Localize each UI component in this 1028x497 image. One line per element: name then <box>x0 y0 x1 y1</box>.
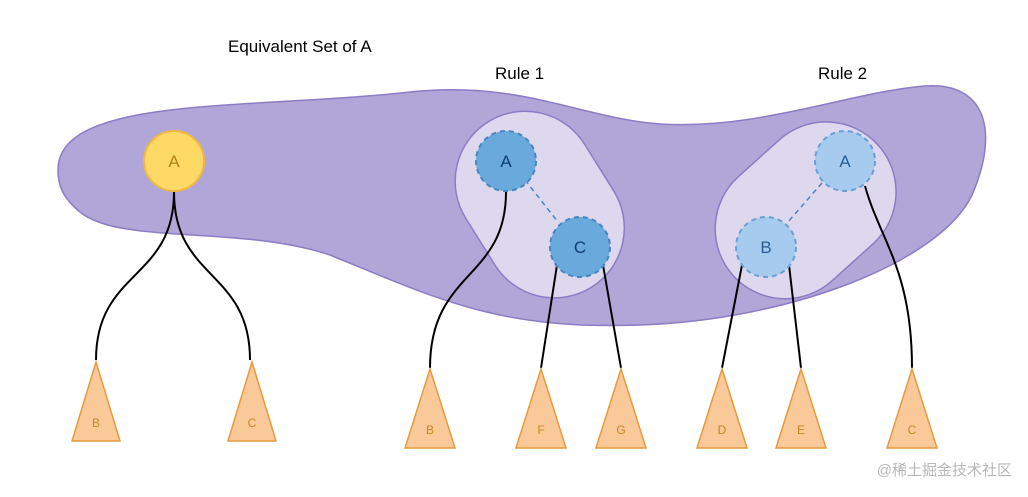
leaf-rule2-c[interactable]: C <box>885 366 939 449</box>
svg-text:A: A <box>500 152 512 171</box>
edge-rule1-c-to-f <box>540 264 558 369</box>
rule1-node-a[interactable]: A <box>475 130 537 192</box>
leaf-root-c[interactable]: C <box>226 359 278 442</box>
leaf-rule2-e[interactable]: E <box>774 366 828 449</box>
leaf-rule1-f[interactable]: F <box>514 366 568 449</box>
svg-text:A: A <box>839 152 851 171</box>
rule2-node-b[interactable]: B <box>735 216 797 278</box>
rule2-node-a[interactable]: A <box>814 130 876 192</box>
edge-rule2-b-to-d <box>721 264 743 369</box>
leaf-rule1-b[interactable]: B <box>403 366 457 449</box>
svg-text:C: C <box>248 416 257 430</box>
svg-text:B: B <box>760 238 771 257</box>
edge-rule1-a-to-b <box>429 191 507 369</box>
rule1-label: Rule 1 <box>495 64 544 83</box>
edge-rule1-c-to-g <box>602 264 622 369</box>
leaf-rule2-d[interactable]: D <box>695 366 749 449</box>
edge-rule2-b-to-e <box>788 264 802 369</box>
edge-root-a-to-c <box>173 191 251 361</box>
svg-text:D: D <box>718 423 727 437</box>
edge-root-a-to-b <box>95 191 175 361</box>
svg-text:C: C <box>574 238 586 257</box>
svg-text:E: E <box>797 423 805 437</box>
rule2-label: Rule 2 <box>818 64 867 83</box>
svg-text:B: B <box>426 423 434 437</box>
svg-text:F: F <box>537 423 544 437</box>
svg-text:A: A <box>168 152 180 171</box>
rule1-node-c[interactable]: C <box>549 216 611 278</box>
svg-text:G: G <box>616 423 625 437</box>
equivalent-set-label: Equivalent Set of A <box>228 37 372 56</box>
svg-text:B: B <box>92 416 100 430</box>
leaf-root-b[interactable]: B <box>70 359 122 442</box>
watermark-text: @稀土掘金技术社区 <box>877 462 1012 479</box>
leaf-rule1-g[interactable]: G <box>594 366 648 449</box>
edge-rule2-a-to-c <box>864 185 913 369</box>
svg-text:C: C <box>908 423 917 437</box>
root-node-a[interactable]: A <box>143 130 205 192</box>
